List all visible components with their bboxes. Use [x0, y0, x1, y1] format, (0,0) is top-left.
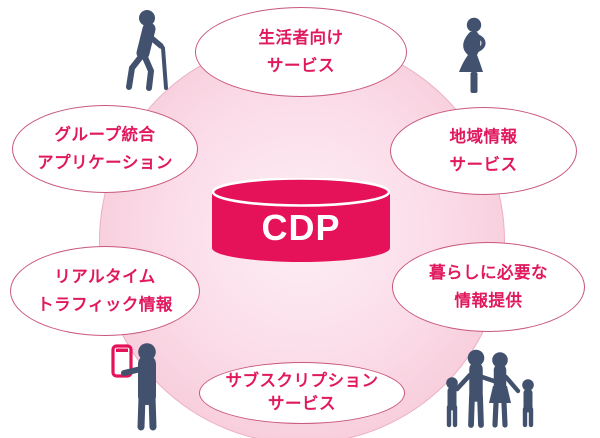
- bubble-label-line: サブスクリプション: [225, 372, 379, 390]
- bubble-label-line: アプリケーション: [37, 154, 173, 172]
- bubble-regional-info-service: 地域情報 サービス: [390, 107, 577, 195]
- bubble-subscription-service: サブスクリプション サービス: [199, 362, 405, 424]
- bubble-label-line: サービス: [268, 395, 336, 413]
- family-icon: [446, 349, 534, 428]
- elderly-person-icon: [126, 10, 168, 91]
- bubble-label-line: 情報提供: [454, 292, 523, 310]
- bubble-label-line: 生活者向け: [258, 29, 344, 47]
- bubble-label-line: 地域情報: [449, 128, 518, 146]
- bubble-group-integrated-apps: グループ統合 アプリケーション: [12, 105, 198, 193]
- bubble-label-line: サービス: [449, 156, 518, 174]
- pregnant-woman-icon: [459, 17, 486, 93]
- cdp-label: CDP: [261, 207, 341, 248]
- bubble-label-line: サービス: [267, 57, 335, 75]
- cdp-database-cylinder: [212, 178, 390, 262]
- bubble-living-essential-info: 暮らしに必要な 情報提供: [392, 242, 585, 332]
- bubble-label-line: グループ統合: [54, 126, 156, 144]
- bubble-label-line: トラフィック情報: [37, 296, 173, 314]
- person-with-smartphone-icon: [111, 343, 157, 431]
- bubble-consumer-services: 生活者向け サービス: [195, 7, 407, 97]
- bubble-label-line: リアルタイム: [54, 268, 156, 286]
- bubble-label-line: 暮らしに必要な: [429, 264, 548, 282]
- bubble-realtime-traffic-info: リアルタイム トラフィック情報: [10, 246, 200, 336]
